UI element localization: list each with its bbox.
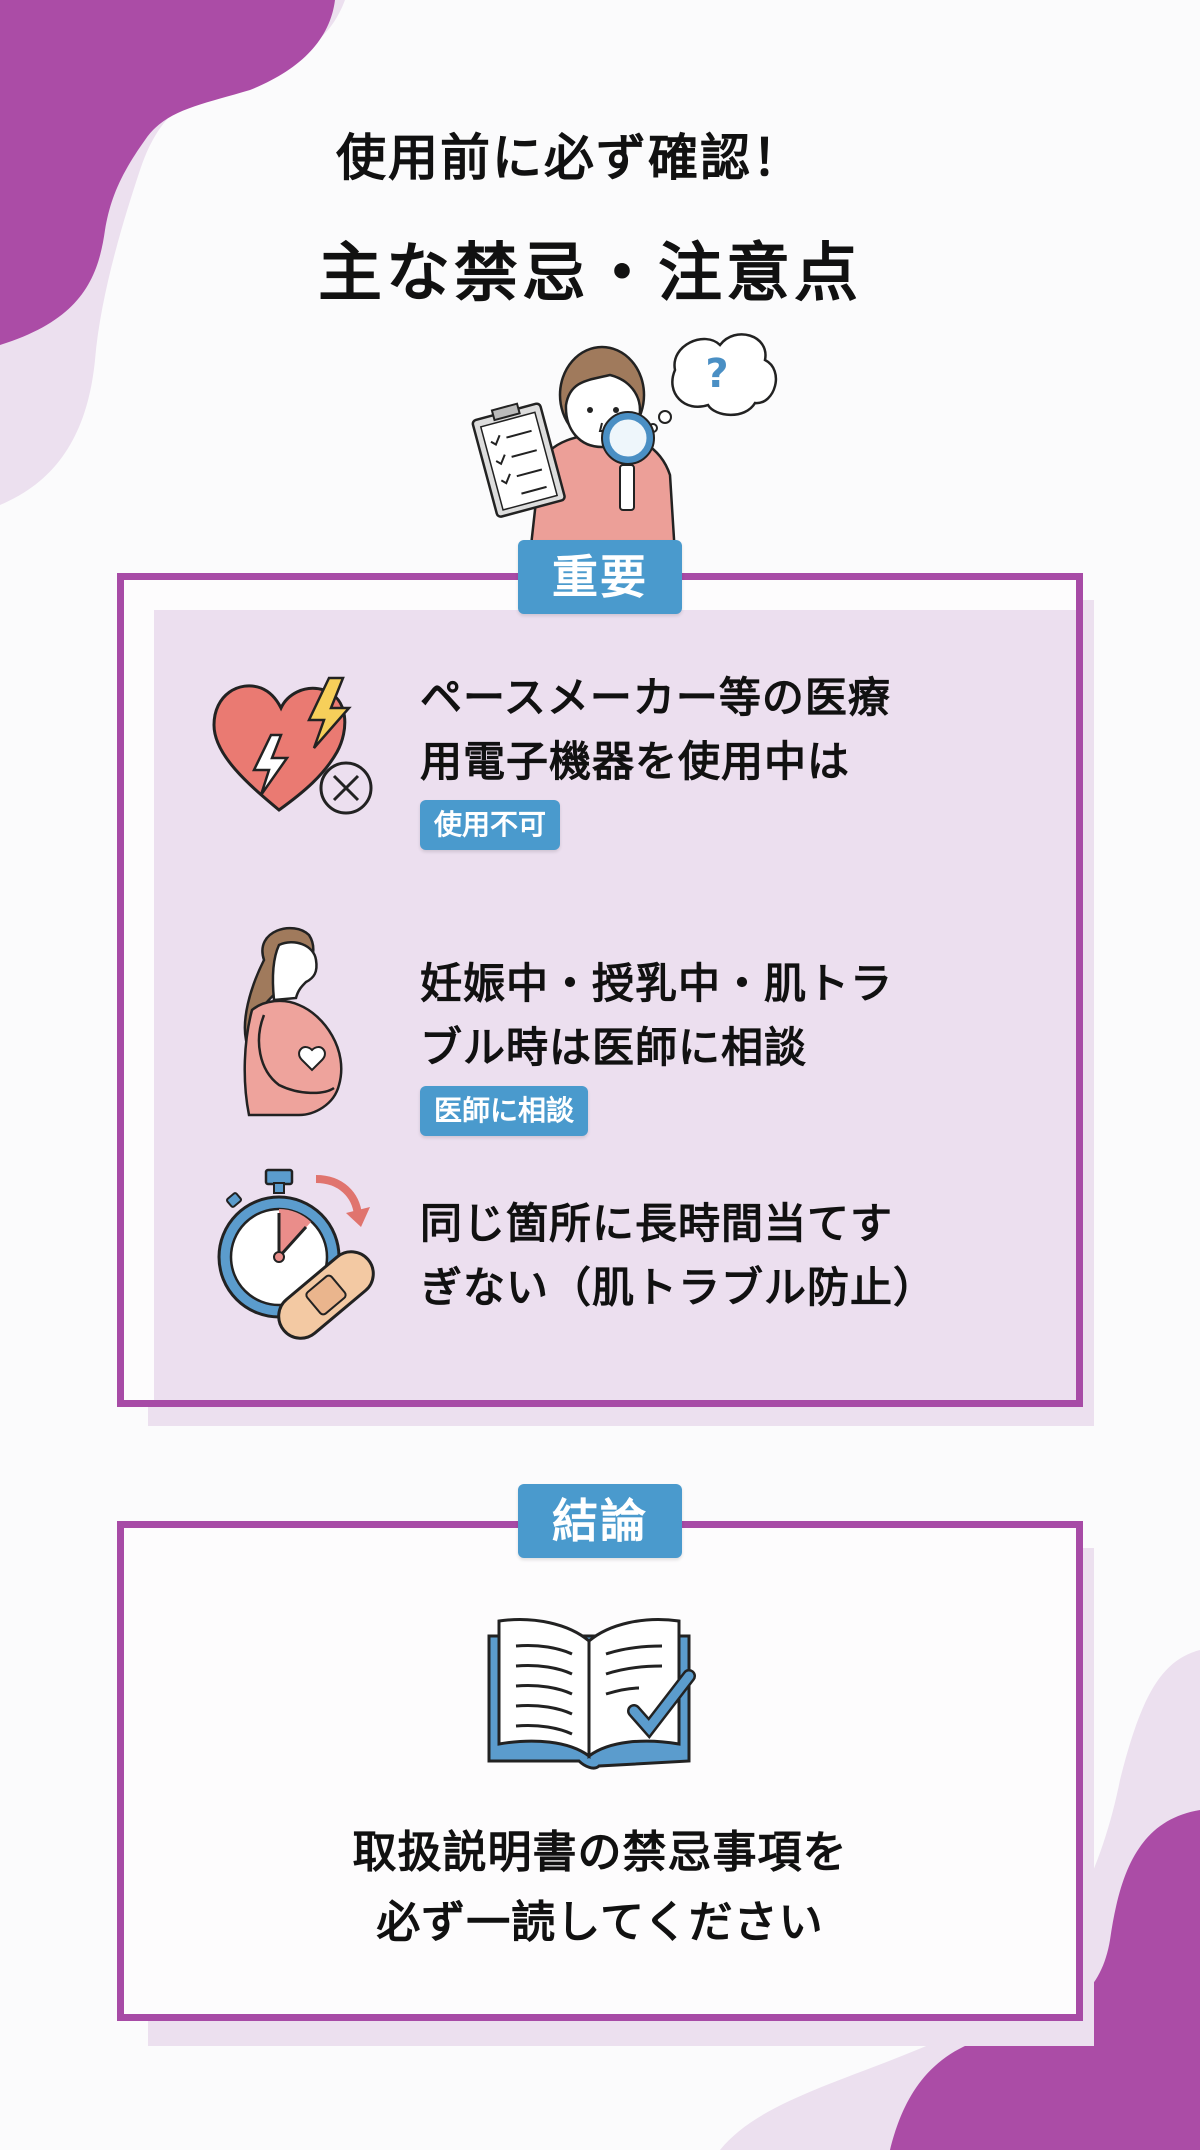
item-1-text: ペースメーカー等の医療 用電子機器を使用中は <box>420 673 891 786</box>
open-book-check-icon <box>487 1618 696 1770</box>
conclusion-badge: 結論 <box>518 1484 682 1558</box>
heart-lightning-no-icon <box>212 676 373 815</box>
top-left-blob-decoration <box>0 0 345 505</box>
conclusion-section: 取扱説明書の禁忌事項を 必ず一読してください <box>117 1521 1083 2021</box>
tag-use-prohibited: 使用不可 <box>420 800 561 850</box>
page-title: 主な禁忌・注意点 <box>318 237 862 311</box>
conclusion-text: 取扱説明書の禁忌事項を 必ず一読してください <box>352 1827 848 1948</box>
tag-consult-doctor: 医師に相談 <box>420 1086 589 1136</box>
thought-bubble-icon: ? <box>648 333 777 433</box>
page-subtitle: 使用前に必ず確認！ <box>336 129 804 187</box>
item-2-text: 妊娠中・授乳中・肌トラ ブル時は医師に相談 <box>420 959 894 1072</box>
pregnant-woman-icon <box>243 926 343 1117</box>
item-3-text: 同じ箇所に長時間当てす ぎない（肌トラブル防止） <box>420 1199 937 1312</box>
stopwatch-bandage-icon <box>217 1168 375 1340</box>
svg-text:?: ? <box>705 351 728 397</box>
person-with-clipboard-and-magnifier-icon: ? <box>471 333 777 555</box>
important-section: ペースメーカー等の医療 用電子機器を使用中は 使用不可 妊娠中・授乳中・肌トラ … <box>117 573 1083 1407</box>
important-badge: 重要 <box>518 540 682 614</box>
